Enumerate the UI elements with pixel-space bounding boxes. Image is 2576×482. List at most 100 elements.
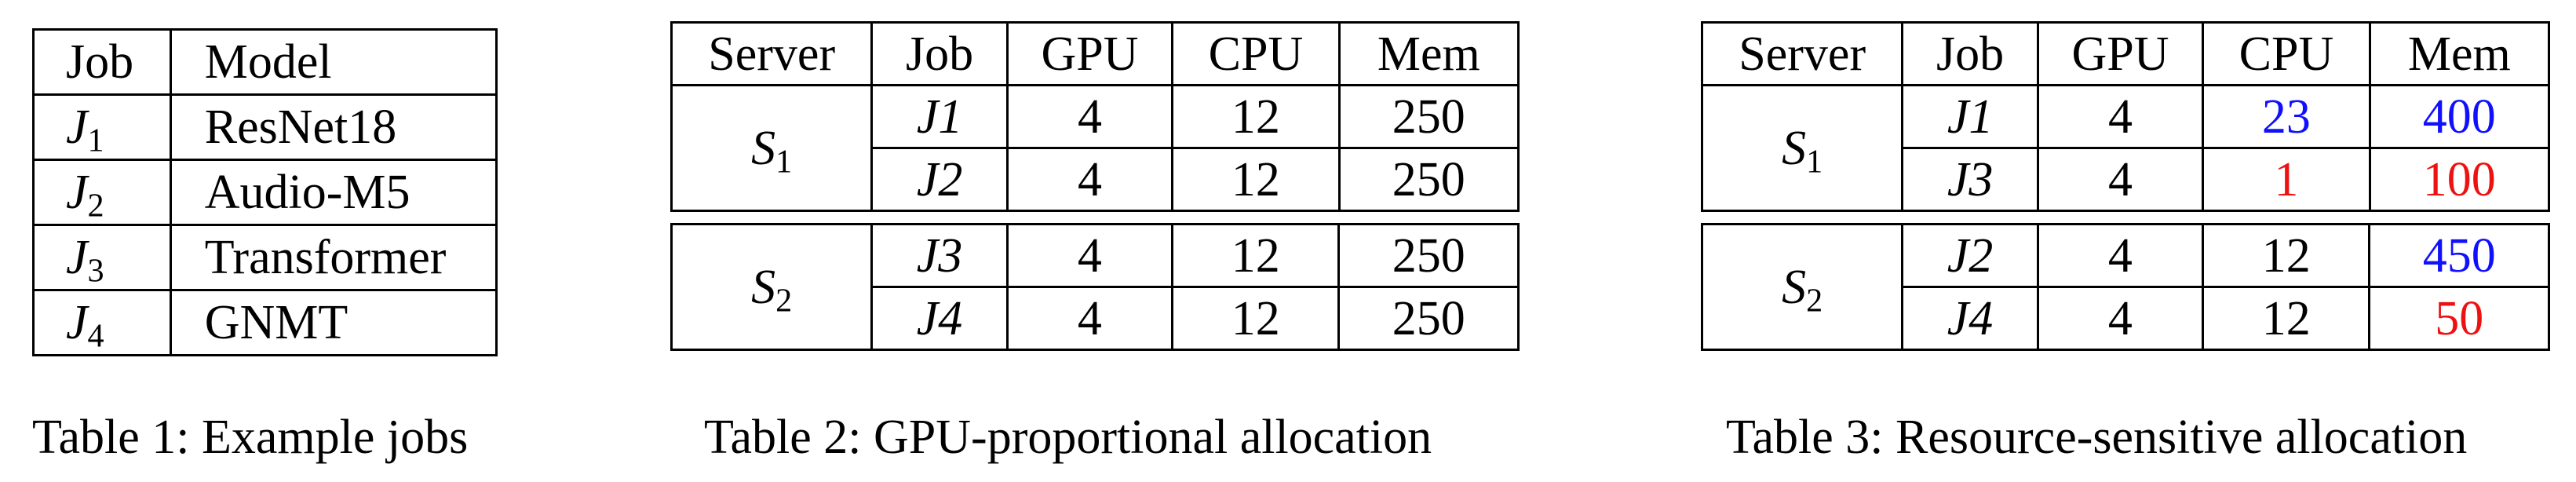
table2-header-gpu: GPU xyxy=(1005,21,1174,86)
table2-job-cell: J2 xyxy=(870,147,1009,212)
job-subscript: 2 xyxy=(87,187,104,225)
server-symbol: S xyxy=(751,121,776,175)
table1-header-row: Job Model xyxy=(32,28,498,96)
table2-server-cell: S2 xyxy=(670,223,874,351)
table3-header-job: Job xyxy=(1901,21,2039,86)
job-symbol: J xyxy=(66,231,88,284)
table3-mem-cell: 100 xyxy=(2368,147,2551,212)
table3-mem-cell: 50 xyxy=(2368,286,2550,351)
table2-mem-cell: 250 xyxy=(1337,223,1520,288)
server-symbol: S xyxy=(1782,260,1807,314)
table3-header-mem: Mem xyxy=(2368,21,2551,86)
table3-mem-cell: 400 xyxy=(2368,84,2551,149)
table2-header-row: Server Job GPU CPU Mem xyxy=(670,21,1520,86)
table3-caption: Table 3: Resource-sensitive allocation xyxy=(1726,411,2468,464)
table3-job-cell: J3 xyxy=(1901,147,2039,212)
table-row: J4 4 12 250 xyxy=(672,286,1520,351)
table2-cpu-cell: 12 xyxy=(1171,286,1341,351)
table1-model-cell: Transformer xyxy=(169,224,498,291)
table3-cpu-cell: 12 xyxy=(2202,286,2371,351)
table3-gpu-cell: 4 xyxy=(2036,84,2205,149)
table-row: S2 J3 4 12 250 xyxy=(670,223,1520,351)
job-subscript: 1 xyxy=(87,122,104,159)
table2-gpu-cell: 4 xyxy=(1005,223,1174,288)
table1-example-jobs: Job Model J1 ResNet18 J2 Audio-M5 J3 Tra… xyxy=(32,28,498,356)
table2-header-server: Server xyxy=(670,21,874,86)
server-symbol: S xyxy=(751,260,776,314)
table-row: J1 ResNet18 xyxy=(32,93,498,161)
table2-job-cell: J1 xyxy=(870,84,1009,149)
table3-cpu-cell: 23 xyxy=(2202,84,2371,149)
table-row: J3 Transformer xyxy=(32,224,498,291)
job-symbol: J xyxy=(66,296,88,349)
table1-job-cell: J2 xyxy=(32,159,172,226)
table2-gpu-cell: 4 xyxy=(1005,286,1174,351)
table-row: J2 4 12 250 xyxy=(672,147,1520,212)
table3-header-cpu: CPU xyxy=(2202,21,2371,86)
table3-job-cell: J1 xyxy=(1901,84,2039,149)
table1-job-cell: J4 xyxy=(32,289,172,356)
server-symbol: S xyxy=(1782,121,1807,175)
table3-resource-sensitive: Server Job GPU CPU Mem S1 J1 4 23 400 J3… xyxy=(1700,21,2551,351)
job-symbol: J xyxy=(66,100,88,154)
group-gap xyxy=(1701,212,2550,223)
table2-gpu-cell: 4 xyxy=(1005,84,1174,149)
table2-header-mem: Mem xyxy=(1337,21,1520,86)
table-row: S1 J1 4 12 250 xyxy=(670,84,1520,212)
table2-group2-block: S2 J3 4 12 250 J4 4 12 250 xyxy=(670,223,1520,351)
table1-model-cell: ResNet18 xyxy=(169,93,498,161)
table1-model-cell: Audio-M5 xyxy=(169,159,498,226)
table1-header-model: Model xyxy=(169,28,498,96)
table2-job-cell: J3 xyxy=(870,223,1009,288)
table2-header-job: Job xyxy=(870,21,1009,86)
job-symbol: J xyxy=(66,166,88,219)
table3-gpu-cell: 4 xyxy=(2036,286,2205,351)
table2-server-cell: S1 xyxy=(670,84,874,212)
server-subscript: 2 xyxy=(1806,282,1823,320)
table2-gpu-proportional: Server Job GPU CPU Mem S1 J1 4 12 250 J2… xyxy=(670,21,1520,351)
table1-header-job: Job xyxy=(32,28,172,96)
table1: Job Model J1 ResNet18 J2 Audio-M5 J3 Tra… xyxy=(32,28,498,356)
table1-job-cell: J1 xyxy=(32,93,172,161)
table3-header-row: Server Job GPU CPU Mem xyxy=(1700,21,2551,86)
table2-header-cpu: CPU xyxy=(1171,21,1341,86)
table-row: J4 GNMT xyxy=(32,289,498,356)
table3-server-cell: S1 xyxy=(1700,84,1904,212)
table3-mem-cell: 450 xyxy=(2368,223,2550,288)
table3-header-server: Server xyxy=(1700,21,1904,86)
table2-cpu-cell: 12 xyxy=(1171,223,1341,288)
table3-job-cell: J4 xyxy=(1901,286,2039,351)
table1-caption: Table 1: Example jobs xyxy=(32,411,469,464)
table3-header-block: Server Job GPU CPU Mem S1 J1 4 23 400 J3… xyxy=(1700,21,2551,212)
table-row: J3 4 1 100 xyxy=(1702,147,2551,212)
table3-group2-block: S2 J2 4 12 450 J4 4 12 50 xyxy=(1700,223,2550,351)
table2-cpu-cell: 12 xyxy=(1171,147,1341,212)
job-subscript: 4 xyxy=(87,317,104,355)
table2-cpu-cell: 12 xyxy=(1171,84,1341,149)
table2-header-block: Server Job GPU CPU Mem S1 J1 4 12 250 J2… xyxy=(670,21,1520,212)
server-subscript: 1 xyxy=(1806,143,1823,181)
table3-job-cell: J2 xyxy=(1901,223,2039,288)
table2-gpu-cell: 4 xyxy=(1005,147,1174,212)
table1-job-cell: J3 xyxy=(32,224,172,291)
table-row: S1 J1 4 23 400 xyxy=(1700,84,2551,212)
table3-gpu-cell: 4 xyxy=(2036,147,2205,212)
table2-mem-cell: 250 xyxy=(1337,84,1520,149)
table1-model-cell: GNMT xyxy=(169,289,498,356)
table2-mem-cell: 250 xyxy=(1337,147,1520,212)
table2-job-cell: J4 xyxy=(870,286,1009,351)
table3-gpu-cell: 4 xyxy=(2036,223,2205,288)
table3-cpu-cell: 12 xyxy=(2202,223,2371,288)
server-subscript: 1 xyxy=(775,143,793,181)
table-row: J2 Audio-M5 xyxy=(32,159,498,226)
table3-header-gpu: GPU xyxy=(2036,21,2205,86)
table-row: J4 4 12 50 xyxy=(1702,286,2550,351)
table3-cpu-cell: 1 xyxy=(2202,147,2371,212)
table2-caption: Table 2: GPU-proportional allocation xyxy=(704,411,1432,464)
group-gap xyxy=(670,212,1520,223)
table2-mem-cell: 250 xyxy=(1337,286,1520,351)
table-row: S2 J2 4 12 450 xyxy=(1700,223,2550,351)
table3-server-cell: S2 xyxy=(1700,223,1904,351)
server-subscript: 2 xyxy=(775,282,793,320)
job-subscript: 3 xyxy=(87,252,104,290)
